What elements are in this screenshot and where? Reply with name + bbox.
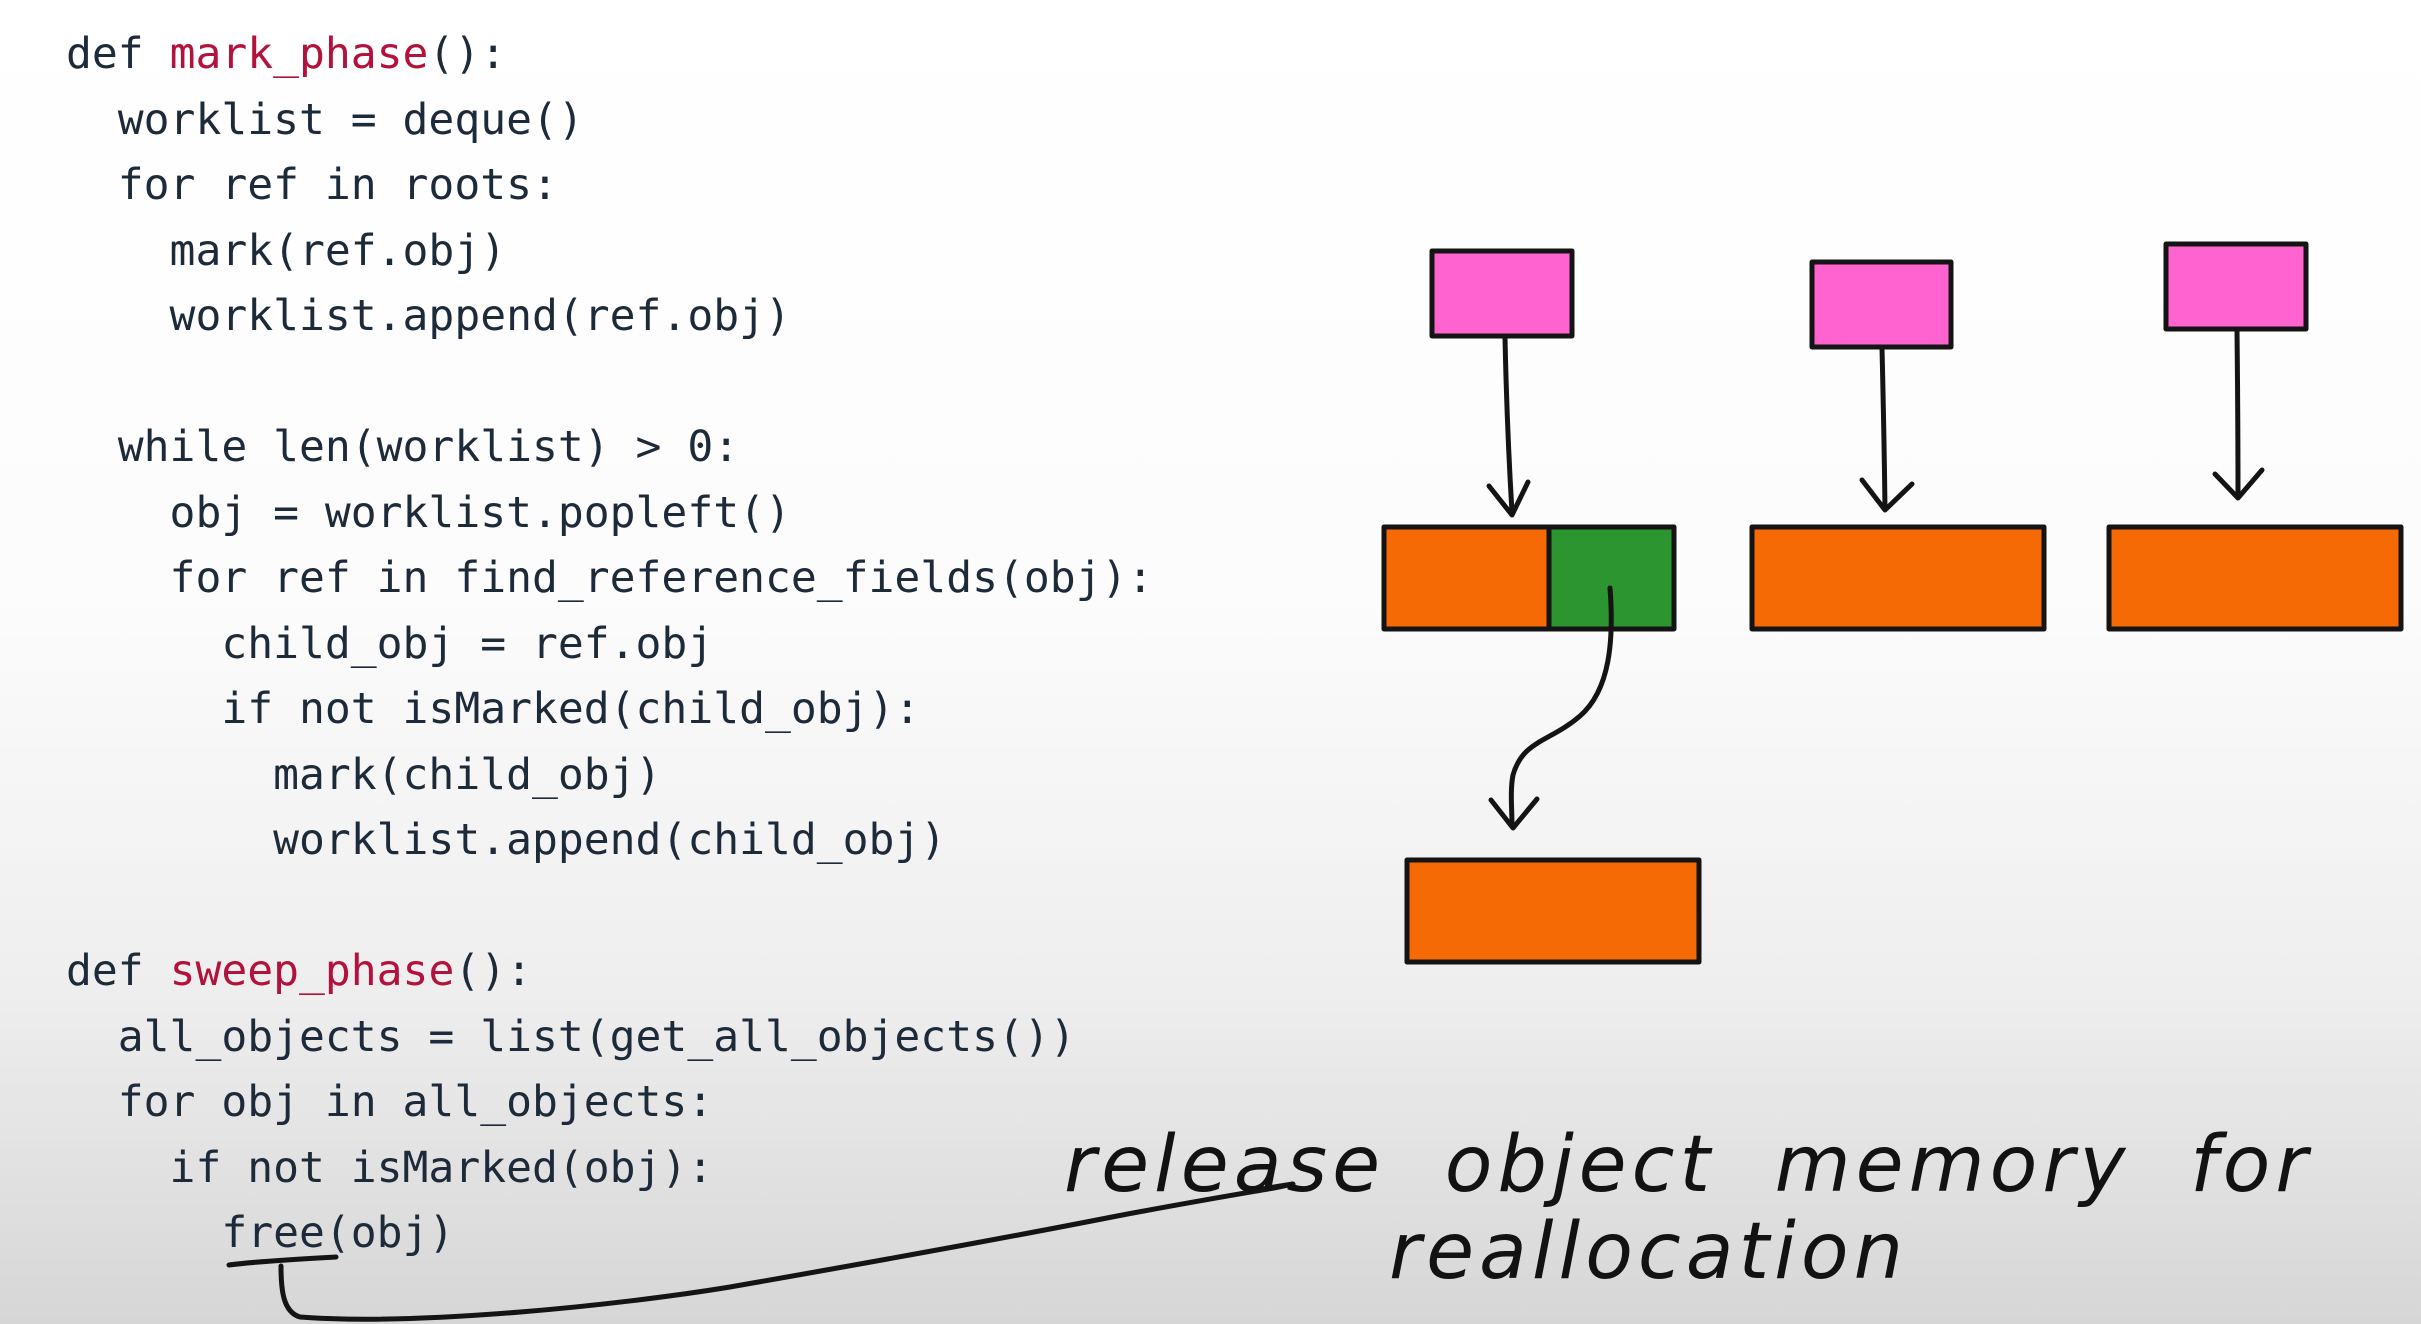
code-line: while len(worklist) > 0: (66, 422, 740, 472)
def-suffix: (): (454, 946, 533, 996)
code-line: worklist = deque() (66, 94, 584, 145)
code-line: obj = worklist.popleft() (66, 487, 791, 538)
free-args: (obj) (324, 1208, 455, 1258)
annotation-connector (278, 1181, 1296, 1322)
arrow-head (1488, 796, 1540, 831)
annotation-line-2: reallocation (1389, 1207, 1909, 1297)
arrow-head (2212, 467, 2265, 501)
arrow-head (1486, 479, 1531, 518)
sweep-phase-def: def sweep_phase(): (66, 939, 1153, 1005)
heap-object (2106, 524, 2404, 632)
heap-object (1381, 524, 1552, 632)
code-line: for ref in find_reference_fields(obj): (66, 553, 1154, 603)
root-box (2163, 241, 2309, 332)
mark-phase-name: mark_phase (169, 29, 429, 79)
def-suffix: (): (428, 29, 507, 79)
def-keyword: def (66, 29, 170, 79)
code-line: child_obj = ref.obj (66, 618, 714, 669)
code-line: if not isMarked(obj): (66, 1142, 714, 1193)
mark-phase-def: def mark_phase(): (66, 22, 1153, 88)
root-box (1429, 248, 1575, 339)
arrow-head (1859, 477, 1915, 513)
code-line: worklist.append(ref.obj) (66, 291, 791, 341)
free-line: free(obj) (66, 1201, 1153, 1267)
child-reference-arrow (1508, 585, 1614, 829)
child-object (1404, 857, 1702, 965)
root-arrow (2234, 328, 2241, 499)
root-box (1809, 259, 1954, 350)
annotation-line-1: release object memory for (1064, 1120, 2313, 1210)
sweep-phase-name: sweep_phase (169, 946, 455, 996)
code-line: for obj in all_objects: (66, 1077, 714, 1127)
code-line: worklist.append(child_obj) (66, 815, 947, 865)
code-line: mark(ref.obj) (66, 225, 507, 276)
code-line: if not isMarked(child_obj): (66, 684, 921, 734)
code-line: all_objects = list(get_all_objects()) (66, 1011, 1076, 1062)
root-arrow (1502, 335, 1515, 515)
code-line: for ref in roots: (66, 160, 558, 210)
def-keyword: def (66, 946, 170, 996)
code-line: mark(child_obj) (66, 749, 662, 800)
free-underline (226, 1254, 339, 1268)
code-block: def mark_phase(): worklist = deque() for… (66, 22, 1153, 1267)
root-arrow (1879, 345, 1888, 511)
free-call: free (221, 1208, 325, 1258)
heap-object (1749, 524, 2047, 632)
